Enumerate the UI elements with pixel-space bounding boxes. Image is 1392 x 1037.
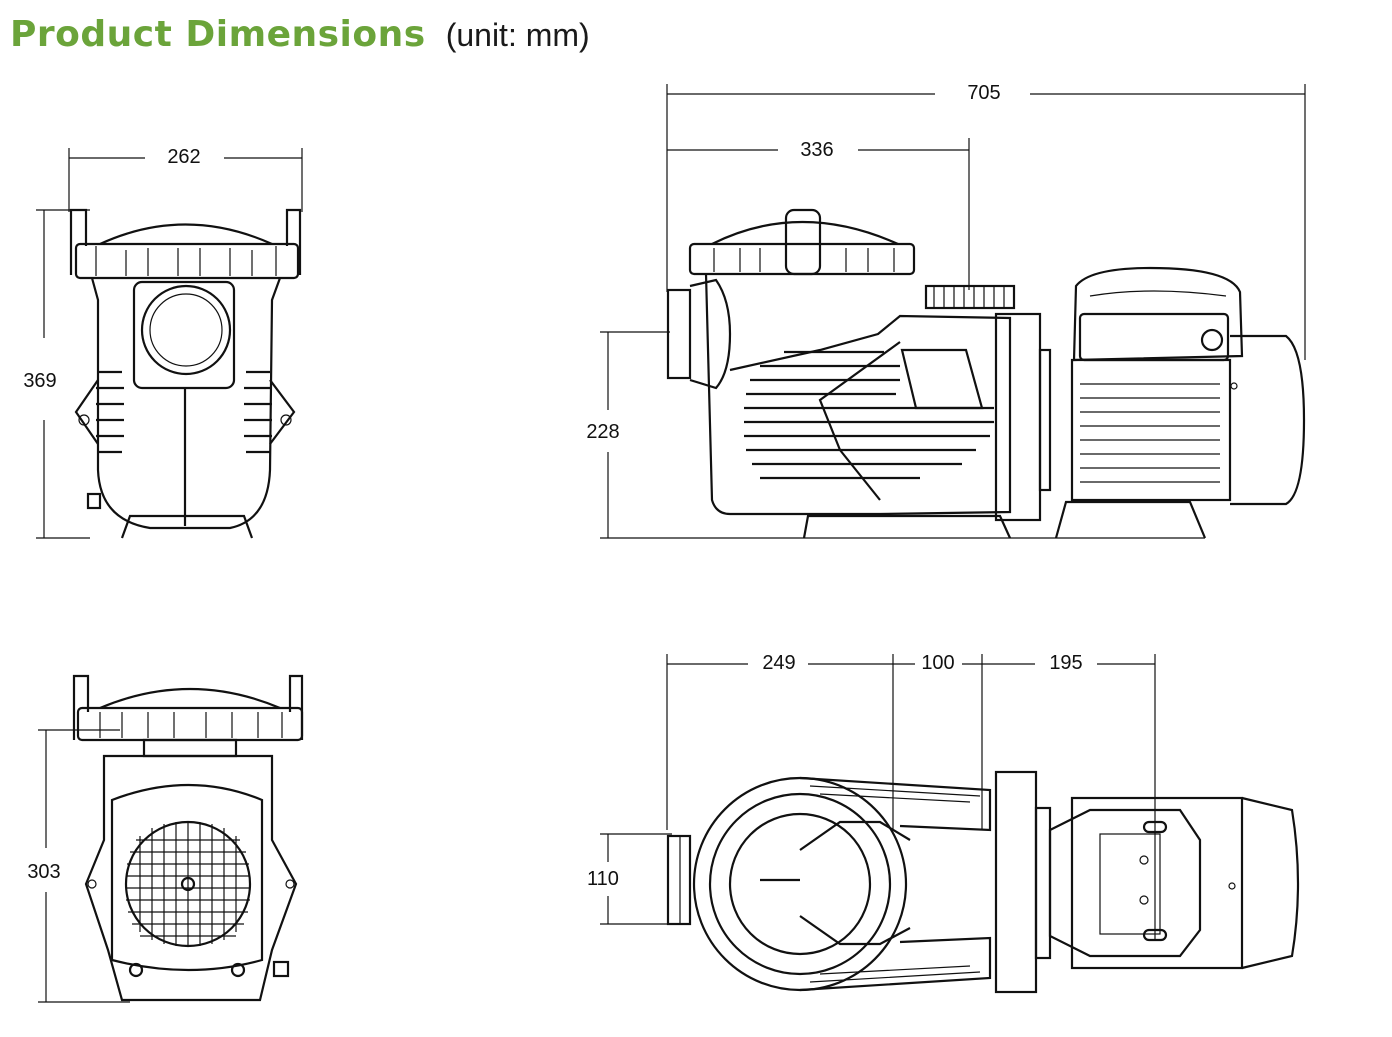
rear-view: 303 [27, 674, 304, 1003]
dim-top-inlet-height: 110 [587, 868, 619, 890]
dim-top-segment-2: 100 [921, 652, 954, 674]
dim-top-segment-1: 249 [762, 652, 795, 674]
unit-note: (unit: mm) [445, 17, 590, 53]
dim-side-total-length: 705 [967, 82, 1000, 104]
fan-grid [126, 822, 250, 946]
dim-rear-height: 303 [27, 861, 60, 883]
dim-front-width: 262 [167, 146, 200, 168]
front-view: 262 369 [23, 146, 303, 539]
dim-side-inlet-height: 228 [586, 421, 619, 443]
dim-side-to-outlet: 336 [800, 139, 833, 161]
page-title: Product Dimensions [10, 14, 426, 55]
title-row: Product Dimensions (unit: mm) [10, 14, 590, 70]
top-view: 249 100 195 110 [587, 652, 1300, 994]
side-view: 705 336 228 [586, 82, 1306, 539]
dim-front-height: 369 [23, 370, 56, 392]
dim-top-segment-3: 195 [1049, 652, 1082, 674]
